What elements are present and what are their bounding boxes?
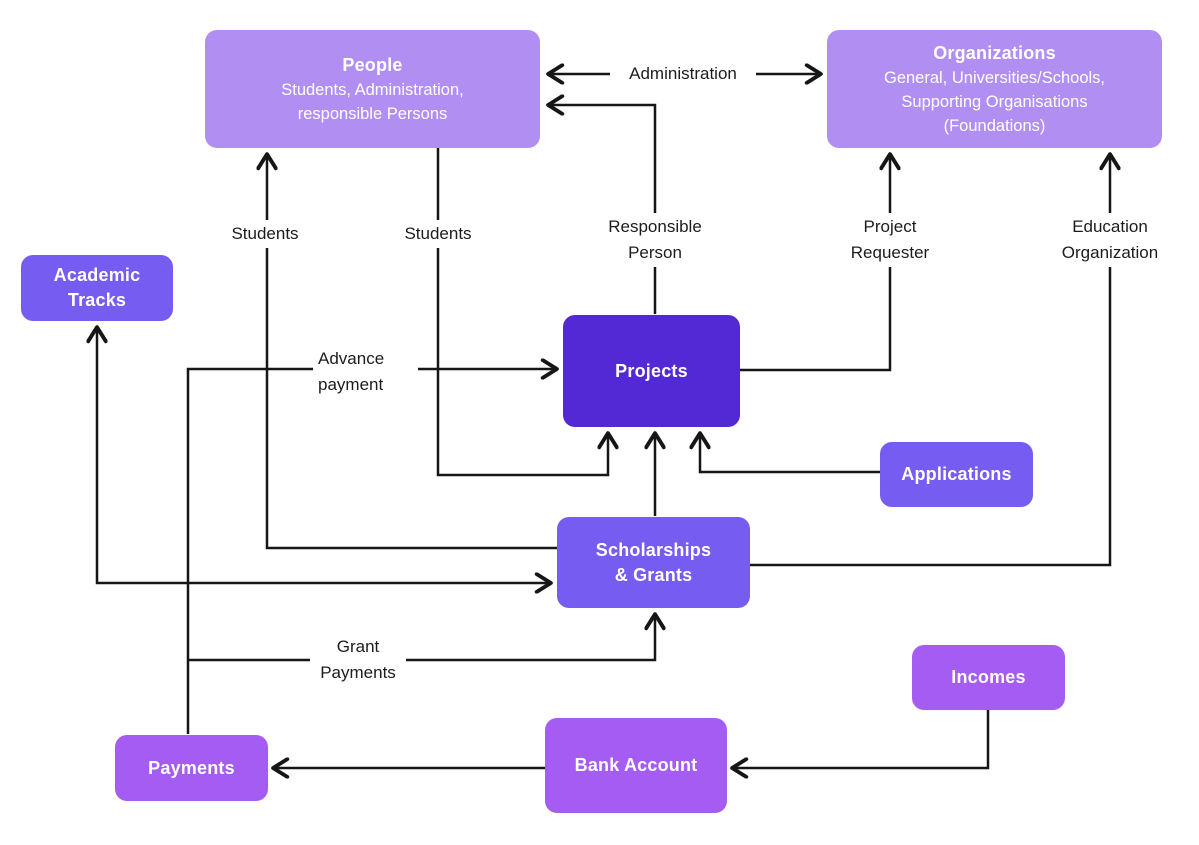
edge-label-text: Requester	[850, 243, 930, 262]
node-scholarships-title: & Grants	[614, 564, 693, 585]
edge-label-text: Administration	[629, 64, 737, 83]
node-academic-tracks: Academic Tracks	[21, 255, 173, 321]
node-people-subline: Students, Administration,	[281, 80, 464, 99]
node-organizations-subline: General, Universities/Schools,	[883, 68, 1105, 87]
edge-scholarships-to-organizations-education	[750, 155, 1110, 567]
edge-label-text: Responsible	[608, 217, 702, 236]
edge-label-text: Payments	[320, 663, 396, 682]
node-scholarships-title: Scholarships	[595, 539, 712, 560]
node-incomes: Incomes	[912, 645, 1065, 710]
node-organizations: Organizations General, Universities/Scho…	[827, 30, 1162, 148]
edge-label-text: Project	[863, 217, 917, 236]
edge-payments-grant-to-scholarships	[188, 615, 655, 662]
node-academic-tracks-title: Academic	[53, 265, 141, 285]
edge-label-students-right: Students	[393, 220, 483, 248]
node-payments: Payments	[115, 735, 268, 801]
node-people: People Students, Administration, respons…	[205, 30, 540, 148]
edge-label-project-requester: Project Requester	[842, 213, 938, 267]
node-organizations-subline: (Foundations)	[943, 116, 1046, 135]
edge-label-text: Person	[628, 243, 682, 262]
edge-label-students-left: Students	[220, 220, 310, 248]
node-people-title: People	[342, 54, 403, 75]
node-projects: Projects	[563, 315, 740, 427]
node-bank-account: Bank Account	[545, 718, 727, 813]
edge-label-advance-payment: Advance payment	[313, 346, 418, 398]
edge-academic-tracks-scholarships	[97, 328, 550, 583]
edge-label-text: payment	[318, 375, 384, 394]
node-applications-title: Applications	[901, 464, 1012, 484]
node-scholarships-grants: Scholarships & Grants	[557, 517, 750, 608]
edge-label-text: Education	[1072, 217, 1148, 236]
node-people-subline: responsible Persons	[297, 104, 448, 123]
node-payments-title: Payments	[148, 757, 235, 778]
edge-label-education-organization: Education Organization	[1050, 213, 1170, 267]
edge-label-text: Organization	[1061, 243, 1159, 262]
edge-label-text: Advance	[318, 349, 385, 368]
edge-label-text: Grant	[336, 637, 380, 656]
node-organizations-subline: Supporting Organisations	[901, 92, 1088, 111]
edge-label-responsible-person: Responsible Person	[597, 213, 713, 267]
node-projects-title: Projects	[615, 360, 688, 381]
edge-label-text: Students	[404, 224, 472, 243]
node-incomes-title: Incomes	[951, 667, 1026, 687]
edge-incomes-to-bank-account	[733, 709, 990, 768]
edge-label-text: Students	[231, 224, 299, 243]
node-academic-tracks-title: Tracks	[67, 290, 127, 310]
edge-applications-to-projects	[700, 434, 880, 474]
edge-label-grant-payments: Grant Payments	[310, 634, 406, 686]
node-applications: Applications	[880, 442, 1033, 507]
node-bank-account-title: Bank Account	[574, 755, 698, 775]
edge-label-administration: Administration	[610, 60, 756, 88]
node-organizations-title: Organizations	[933, 42, 1056, 63]
edge-responsible-person	[549, 105, 657, 314]
